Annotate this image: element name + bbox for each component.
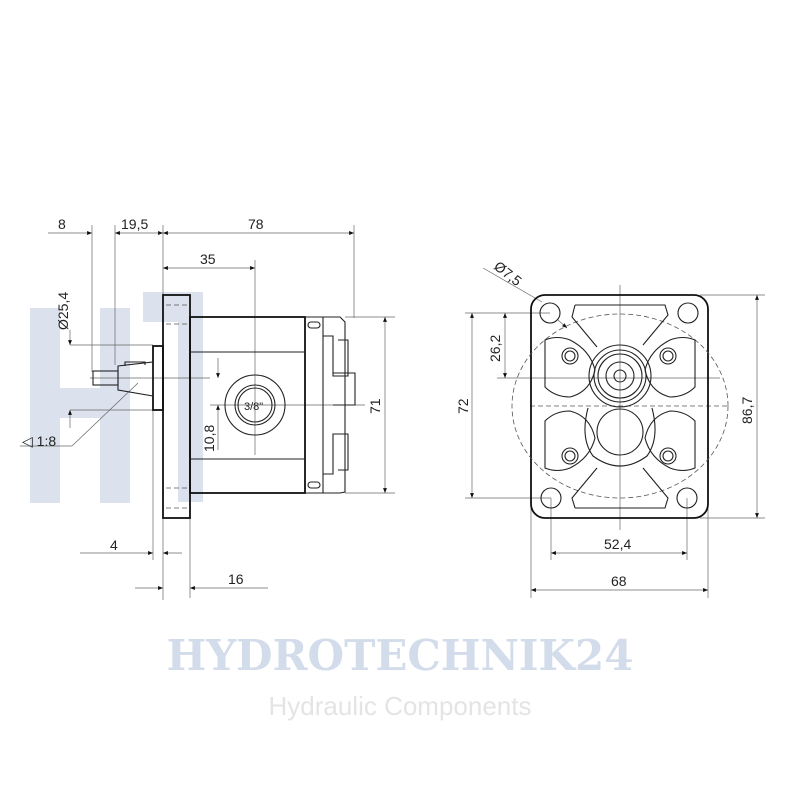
port-size: 3/8"	[244, 401, 263, 413]
side-view: 8 19,5 78 35 Ø25,4 ◁ 1:8 3/8" 10,8 71 4 …	[20, 216, 395, 600]
rear-cover	[305, 316, 346, 494]
dim-26-2: 26,2	[487, 335, 503, 362]
front-view: Ø7,5 26,2 72 86,7 52,4 68	[455, 258, 765, 598]
watermark-brand: HYDROTECHNIK24	[167, 631, 634, 680]
mount-hole	[539, 302, 561, 324]
front-flange	[530, 294, 709, 519]
mount-hole	[677, 302, 699, 324]
dim-68: 68	[611, 573, 627, 589]
shaft-center	[613, 369, 627, 383]
dim-72: 72	[455, 398, 471, 414]
dim-dia-7-5: Ø7,5	[491, 258, 525, 289]
dim-16: 16	[228, 571, 244, 587]
dim-dia-25-4: Ø25,4	[55, 292, 71, 330]
dim-52-4: 52,4	[604, 536, 631, 552]
dim-8: 8	[58, 216, 66, 232]
watermark-logo	[30, 292, 203, 503]
port-outer	[224, 374, 286, 436]
shaft-seal-outer	[588, 344, 652, 408]
mount-hole	[676, 487, 698, 509]
dim-35: 35	[200, 251, 216, 267]
dim-86-7: 86,7	[739, 397, 755, 424]
dim-taper: ◁ 1:8	[22, 433, 56, 449]
pump-body	[189, 316, 306, 494]
dim-71: 71	[367, 398, 383, 414]
watermark-tagline: Hydraulic Components	[268, 691, 531, 721]
watermark: HYDROTECHNIK24 Hydraulic Components	[30, 292, 633, 721]
shaft-tip	[92, 370, 119, 386]
dim-19-5: 19,5	[121, 216, 148, 232]
mount-hole	[540, 487, 562, 509]
dim-4: 4	[110, 537, 118, 553]
dim-10-8: 10,8	[201, 425, 217, 452]
dim-78: 78	[248, 216, 264, 232]
